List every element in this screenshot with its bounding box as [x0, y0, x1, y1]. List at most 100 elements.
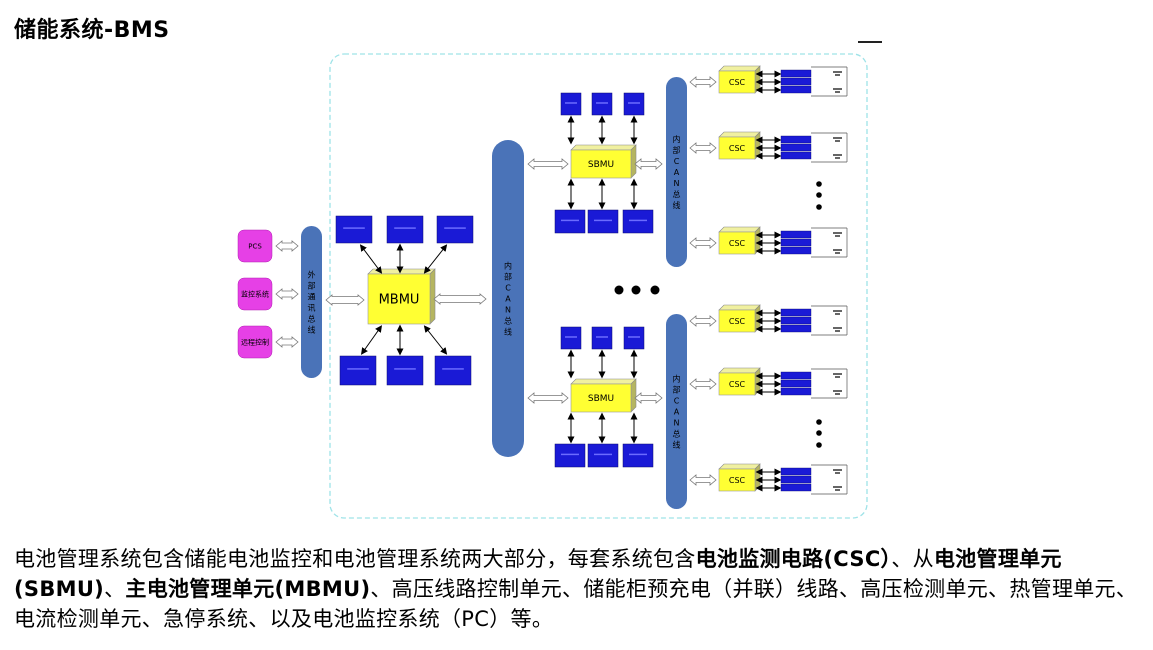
sub-can-bus-2 [666, 314, 687, 509]
pcs-box-label: PCS [248, 243, 262, 251]
csc-module-6-cell [780, 467, 812, 476]
mbmu-module-side [429, 268, 436, 325]
ellipsis-dot [816, 192, 822, 198]
sub-can-bus-1-char: 线 [673, 200, 681, 210]
sub-can-bus-2-char: 线 [673, 440, 681, 450]
csc-module-3-side [754, 226, 761, 255]
sub-can-bus-1-char: C [674, 157, 680, 166]
csc-module-2 [718, 136, 756, 160]
sub-can-bus-1 [666, 77, 687, 267]
sbmu-module-1 [570, 149, 632, 179]
sub-can-bus-2-char: 总 [673, 429, 681, 439]
sbmu2-unit-bottom-0-mark [561, 453, 579, 456]
csc-module-4-cell [780, 316, 812, 325]
csc-module-4-top [718, 304, 761, 311]
csc-module-6 [718, 468, 756, 492]
csc-module-3-cell [780, 230, 812, 239]
pcs-box [237, 229, 273, 263]
mbmu-module-label: MBMU [379, 293, 420, 308]
mbmu-unit-top-2 [436, 215, 474, 244]
sbmu-module-1-top [570, 144, 637, 151]
main-internal-can-bus-char: 内 [504, 261, 512, 271]
sub-can-bus-2-char: 部 [673, 385, 681, 395]
sbmu1-unit-bottom-2-mark [629, 219, 647, 222]
sub-can-bus-2-char: 内 [673, 374, 681, 384]
mbmu-unit-bottom-1 [386, 355, 424, 386]
csc-module-5-link-arrow [689, 378, 717, 390]
ellipsis-dot [650, 285, 660, 295]
csc-module-6-label: CSC [729, 476, 746, 485]
decorative-line [858, 41, 882, 43]
mbmu-unit-bottom-0 [339, 355, 377, 386]
sbmu2-unit-bottom-2 [622, 443, 654, 468]
sub-can-bus-1-char: N [674, 179, 680, 188]
external-link-arrow-1 [275, 288, 299, 300]
sbmu2-unit-bottom-1-mark [594, 453, 612, 456]
csc-module-5-label: CSC [729, 380, 746, 389]
csc-module-6-side [754, 463, 761, 492]
csc-module-2-label: CSC [729, 144, 746, 153]
csc-module-1-side [754, 65, 761, 94]
csc-module-2-cell [780, 143, 812, 152]
csc-module-3-top [718, 226, 761, 233]
csc-module-2-cell [780, 135, 812, 144]
sbmu1-to-subbus-arrow [634, 158, 663, 170]
csc-module-1-cell [780, 85, 812, 94]
sbmu1-unit-top-1 [591, 92, 613, 116]
monitor-system-box [237, 277, 273, 311]
csc-module-4-link-arrow [689, 315, 717, 327]
mbmu-link-arrow [360, 325, 383, 355]
csc-module-5-cell [780, 371, 812, 380]
ellipsis-dot [816, 430, 822, 436]
external-bus-char: 部 [308, 281, 316, 291]
monitor-system-box-label: 监控系统 [241, 290, 269, 299]
csc-module-1-cell [780, 77, 812, 86]
csc-module-4-label: CSC [729, 317, 746, 326]
description-paragraph: 电池管理系统包含储能电池监控和电池管理系统两大部分，每套系统包含电池监测电路(C… [14, 544, 1149, 634]
mbmu-unit-bottom-2-mark [442, 368, 464, 370]
csc-module-5-cell [780, 387, 812, 396]
csc-module-3-label: CSC [729, 239, 746, 248]
sbmu-module-2-side [630, 378, 637, 413]
external-link-arrow-0 [275, 240, 299, 252]
desc-bold-csc: 电池监测电路(CSC） [695, 547, 892, 571]
sbmu1-unit-bottom-0 [554, 209, 586, 234]
csc-module-3-cell [780, 246, 812, 255]
csc-module-4 [718, 309, 756, 333]
external-bus-char: 线 [308, 325, 316, 335]
csc-module-6-cell [780, 483, 812, 492]
sbmu1-unit-bottom-1 [587, 209, 619, 234]
external-bus-char: 通 [308, 292, 316, 302]
remote-control-box [237, 325, 273, 359]
mbmu-unit-top-1 [386, 215, 424, 244]
sbmu1-unit-bottom-1-mark [594, 219, 612, 222]
csc-module-6-cell [780, 475, 812, 484]
sbmu2-unit-bottom-0 [554, 443, 586, 468]
main-internal-can-bus-char: 总 [504, 316, 512, 326]
external-bus [301, 226, 322, 378]
external-link-arrow-2 [275, 336, 299, 348]
desc-text-2: 、从 [891, 547, 934, 571]
desc-text-3: 、 [104, 577, 126, 601]
desc-bold-sbmu: 电池管理单元(SBMU) [14, 547, 1062, 601]
csc-module-4-side [754, 304, 761, 333]
sbmu-module-2 [570, 383, 632, 413]
mbmu-unit-top-0-mark [343, 227, 365, 229]
sub-can-bus-1-char: A [674, 168, 680, 177]
main-internal-can-bus-char: C [505, 284, 511, 293]
mbmu-unit-bottom-2 [434, 355, 472, 386]
csc-module-3-link-arrow [689, 237, 717, 249]
diagram-border [329, 53, 868, 519]
csc-module-2-top [718, 131, 761, 138]
ellipsis-dot [614, 285, 624, 295]
sbmu-module-2-label: SBMU [588, 394, 614, 404]
sub-can-bus-2-char: A [674, 408, 680, 417]
ellipsis-dot [631, 285, 641, 295]
desc-text-4: 、高压线路控制单元、储能柜预充电（并联）线路、高压检测单元、热管理单元、电流检测… [14, 577, 1138, 631]
sbmu2-unit-top-2 [623, 326, 645, 350]
mbmu-link-arrow [359, 244, 383, 274]
sub-can-bus-2-char: C [674, 397, 680, 406]
sbmu2-unit-top-2-mark [628, 336, 640, 338]
mbmu-unit-bottom-1-mark [394, 368, 416, 370]
sbmu1-unit-top-1-mark [596, 102, 608, 104]
